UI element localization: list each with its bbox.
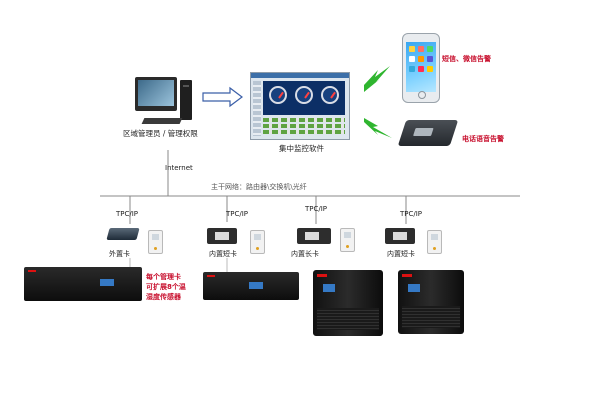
monitor-icon xyxy=(135,77,177,111)
wireless-bolt-voice xyxy=(364,118,392,138)
admin-label: 区域管理员 / 管理权限 xyxy=(123,129,198,138)
pc-tower-icon xyxy=(180,80,192,120)
tcpip-label-3: TPC/IP xyxy=(305,205,328,213)
external-card-label: 外置卡 xyxy=(109,250,130,258)
tower-ups-icon xyxy=(398,270,464,334)
temperature-humidity-sensor-icon xyxy=(250,230,265,254)
wireless-bolt-sms xyxy=(364,66,390,92)
software-label: 集中监控软件 xyxy=(279,144,324,153)
smartphone-icon xyxy=(402,33,440,103)
tcpip-label-1: TPC/IP xyxy=(116,210,139,218)
external-card-icon xyxy=(106,228,140,240)
gauge-icon xyxy=(321,86,339,104)
gauge-icon xyxy=(269,86,287,104)
internal-short-card-label: 内置短卡 xyxy=(209,250,237,258)
internet-label: Internet xyxy=(165,164,193,172)
expand-note-line-3: 湿度传感器 xyxy=(146,293,181,301)
keyboard-icon xyxy=(141,118,183,124)
internal-long-card-icon xyxy=(297,228,331,244)
internal-long-card-label: 内置长卡 xyxy=(291,250,319,258)
monitoring-software-window xyxy=(250,72,350,140)
tcpip-label-2: TPC/IP xyxy=(226,210,249,218)
rack-ups-icon xyxy=(24,267,142,301)
temperature-humidity-sensor-icon xyxy=(148,230,163,254)
rack-ups-icon xyxy=(203,272,299,300)
voice-alarm-device-icon xyxy=(397,120,459,146)
gauge-panel xyxy=(263,81,345,115)
sms-alert-label: 短信、微信告警 xyxy=(442,55,491,63)
temperature-humidity-sensor-icon xyxy=(340,228,355,252)
temperature-humidity-sensor-icon xyxy=(427,230,442,254)
internal-short-card-icon xyxy=(207,228,237,244)
tower-ups-icon xyxy=(313,270,383,336)
internal-card-icon xyxy=(385,228,415,244)
expand-note-line-1: 每个管理卡 xyxy=(146,273,181,281)
backbone-label: 主干网络：路由器\交换机\光纤 xyxy=(211,183,307,191)
gauge-icon xyxy=(295,86,313,104)
pc-to-software-arrow xyxy=(202,86,243,108)
voice-alert-label: 电话语音告警 xyxy=(462,135,504,143)
tcpip-label-4: TPC/IP xyxy=(400,210,423,218)
expand-note-line-2: 可扩展8个温 xyxy=(146,283,186,291)
internal-card-label: 内置短卡 xyxy=(387,250,415,258)
